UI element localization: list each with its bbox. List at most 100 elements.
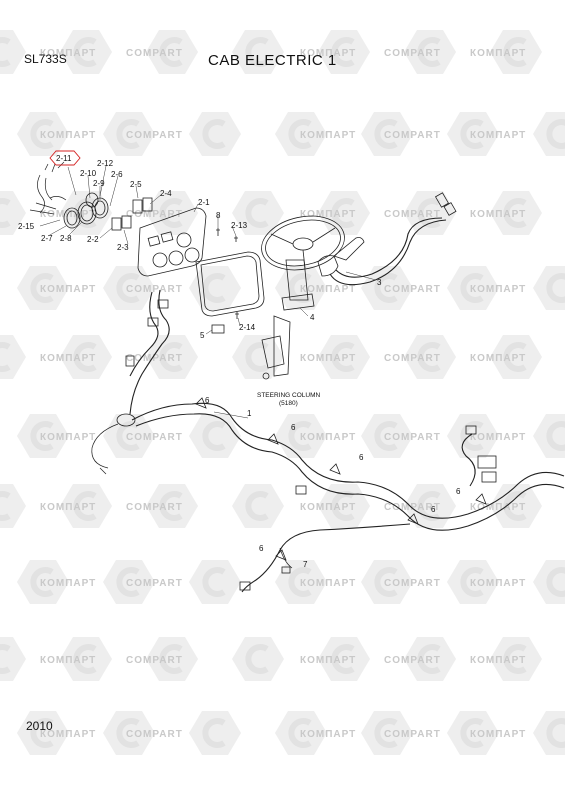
callout-2-3[interactable]: 2-3 xyxy=(117,243,129,252)
watermark-text: COMPART xyxy=(126,432,183,443)
callout-2-11[interactable]: 2-11 xyxy=(56,154,72,163)
callout-6-c[interactable]: 6 xyxy=(359,453,364,462)
callout-6-d[interactable]: 6 xyxy=(431,505,436,514)
watermark-c-mark xyxy=(288,119,312,149)
watermark-text: COMPART xyxy=(126,209,183,220)
watermark-text: КОМПАРТ xyxy=(40,729,96,740)
watermark-c-mark xyxy=(245,198,269,228)
watermark-text: КОМПАРТ xyxy=(40,48,96,59)
watermark-text: COMPART xyxy=(126,578,183,589)
watermark-c-mark xyxy=(331,198,355,228)
year-label: 2010 xyxy=(26,719,53,733)
watermark-hexagon xyxy=(189,112,241,156)
watermark-text: COMPART xyxy=(384,284,441,295)
callout-4[interactable]: 4 xyxy=(310,313,315,322)
callout-6-f[interactable]: 6 xyxy=(259,544,264,553)
watermark-c-mark xyxy=(159,342,183,372)
watermark-c-mark xyxy=(30,119,54,149)
callout-2-9[interactable]: 2-9 xyxy=(93,179,105,188)
watermark-text: КОМПАРТ xyxy=(300,130,356,141)
watermark-c-mark xyxy=(202,119,226,149)
callout-2-6[interactable]: 2-6 xyxy=(111,170,123,179)
watermark-text: COMPART xyxy=(384,729,441,740)
watermark-text: КОМПАРТ xyxy=(300,578,356,589)
callout-2-14[interactable]: 2-14 xyxy=(239,323,256,332)
watermark-hexagon xyxy=(0,637,26,681)
watermark-text: КОМПАРТ xyxy=(40,655,96,666)
watermark-text: КОМПАРТ xyxy=(40,284,96,295)
watermark-text: COMPART xyxy=(384,353,441,364)
watermark-text: КОМПАРТ xyxy=(470,432,526,443)
watermark-text: COMPART xyxy=(384,48,441,59)
callout-2-7[interactable]: 2-7 xyxy=(41,234,53,243)
watermark-hexagon xyxy=(447,711,499,755)
watermark-text: COMPART xyxy=(384,209,441,220)
callout-2-5[interactable]: 2-5 xyxy=(130,180,142,189)
callout-3[interactable]: 3 xyxy=(377,278,382,287)
callout-6-b[interactable]: 6 xyxy=(291,423,296,432)
watermark-hexagon xyxy=(490,335,542,379)
watermark-hexagon xyxy=(490,637,542,681)
callout-5[interactable]: 5 xyxy=(200,331,205,340)
watermark-hexagon xyxy=(447,414,499,458)
watermark-hexagon xyxy=(60,637,112,681)
callout-6-a[interactable]: 6 xyxy=(205,396,210,405)
watermark-c-mark xyxy=(546,421,565,451)
watermark-hexagon xyxy=(17,560,69,604)
watermark-hexagon xyxy=(103,112,155,156)
watermark-c-mark xyxy=(503,198,527,228)
callout-highlight-2-11 xyxy=(49,150,81,166)
steering-wheel xyxy=(261,215,345,271)
callout-6-e[interactable]: 6 xyxy=(456,487,461,496)
callout-1[interactable]: 1 xyxy=(247,409,252,418)
watermark-c-mark xyxy=(30,718,54,748)
watermark-c-mark xyxy=(288,718,312,748)
watermark-hexagon xyxy=(361,414,413,458)
watermark-c-mark xyxy=(374,718,398,748)
watermark-c-mark xyxy=(374,273,398,303)
watermark-text: КОМПАРТ xyxy=(40,209,96,220)
watermark-c-mark xyxy=(73,491,97,521)
watermark-hexagon xyxy=(103,266,155,310)
watermark-text: COMPART xyxy=(126,48,183,59)
callout-2-4[interactable]: 2-4 xyxy=(160,189,172,198)
callout-2-12[interactable]: 2-12 xyxy=(97,159,114,168)
callout-8[interactable]: 8 xyxy=(216,211,221,220)
watermark-c-mark xyxy=(116,718,140,748)
watermark-c-mark xyxy=(116,567,140,597)
watermark-hexagon xyxy=(275,560,327,604)
callout-2-1[interactable]: 2-1 xyxy=(198,198,210,207)
watermark-text: COMPART xyxy=(126,284,183,295)
watermark-text: КОМПАРТ xyxy=(300,209,356,220)
watermark-c-mark xyxy=(245,342,269,372)
watermark-hexagon xyxy=(0,335,26,379)
watermark-c-mark xyxy=(503,644,527,674)
callout-7[interactable]: 7 xyxy=(303,560,308,569)
watermark-hexagon xyxy=(232,484,284,528)
watermark-hexagon xyxy=(318,335,370,379)
watermark-c-mark xyxy=(0,198,11,228)
watermark-c-mark xyxy=(159,644,183,674)
watermark-c-mark xyxy=(374,119,398,149)
watermark-hexagon xyxy=(318,637,370,681)
watermark-hexagon xyxy=(103,711,155,755)
callout-2-8[interactable]: 2-8 xyxy=(60,234,72,243)
watermark-c-mark xyxy=(202,421,226,451)
main-harness-1 xyxy=(91,289,565,593)
callout-2-2[interactable]: 2-2 xyxy=(87,235,99,244)
watermark-hexagon xyxy=(361,266,413,310)
watermark-hexagon xyxy=(404,637,456,681)
screw-2-13 xyxy=(234,236,238,242)
watermark-text: КОМПАРТ xyxy=(40,502,96,513)
callout-2-15[interactable]: 2-15 xyxy=(18,222,35,231)
watermark-c-mark xyxy=(417,198,441,228)
watermark-text: КОМПАРТ xyxy=(300,48,356,59)
watermark-hexagon xyxy=(404,30,456,74)
watermark-text: КОМПАРТ xyxy=(470,284,526,295)
watermark-hexagon xyxy=(447,112,499,156)
watermark-text: КОМПАРТ xyxy=(470,353,526,364)
callout-2-10[interactable]: 2-10 xyxy=(80,169,97,178)
watermark-c-mark xyxy=(30,421,54,451)
callout-2-13[interactable]: 2-13 xyxy=(231,221,248,230)
